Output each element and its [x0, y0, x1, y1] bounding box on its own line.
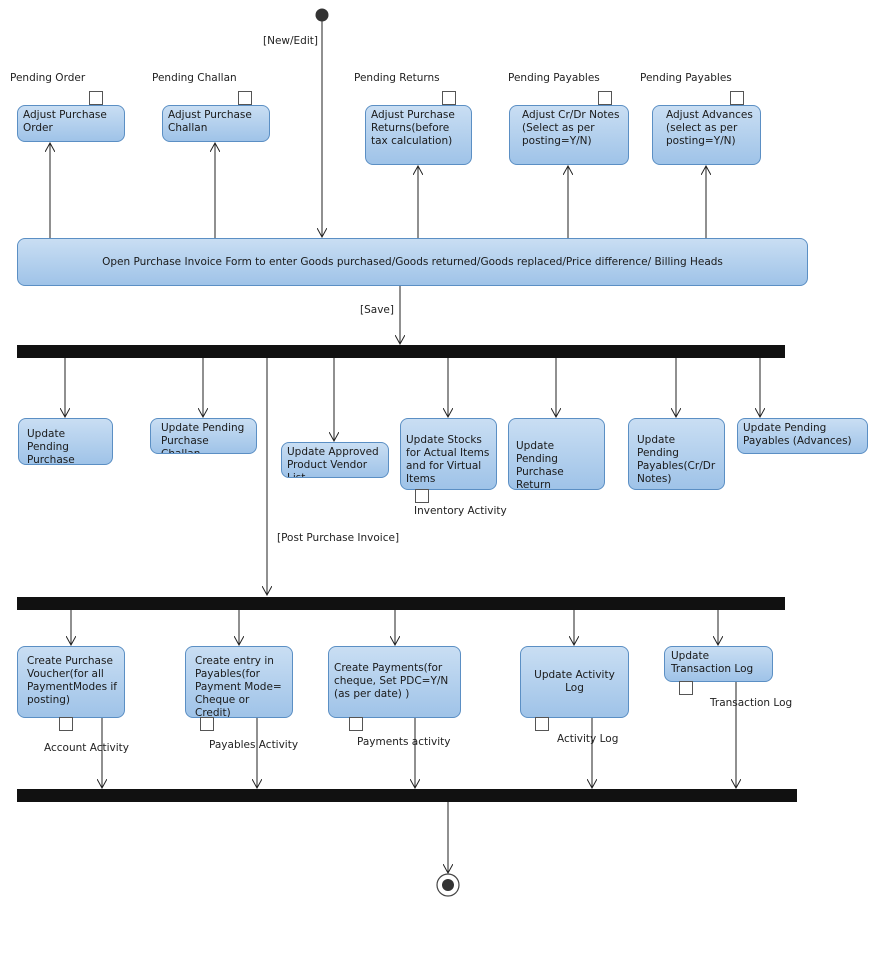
pin-adjust-order: [89, 91, 103, 105]
activity-open-purchase-invoice-form: Open Purchase Invoice Form to enter Good…: [17, 238, 808, 286]
activity-adjust-advances: Adjust Advances (select as per posting=Y…: [652, 105, 761, 165]
activity-create-entry-payables: Create entry in Payables(for Payment Mod…: [185, 646, 293, 718]
pin-payables: [200, 717, 214, 731]
label-pending-order: Pending Order: [10, 72, 86, 84]
activity-update-activity-log: Update Activity Log: [520, 646, 629, 718]
pin-activity-log: [535, 717, 549, 731]
label-account-activity: Account Activity: [44, 742, 129, 754]
activity-update-stocks: Update Stocks for Actual Items and for V…: [400, 418, 497, 490]
label-activity-log: Activity Log: [557, 733, 619, 745]
initial-node: [315, 8, 329, 22]
fork-bar-1: [17, 345, 785, 358]
guard-post: [Post Purchase Invoice]: [277, 532, 400, 544]
activity-update-pending-payables-advances: Update Pending Payables (Advances): [737, 418, 868, 454]
activity-update-transaction-log: Update Transaction Log: [664, 646, 773, 682]
activity-update-pending-purchase-order: Update Pending Purchase Order: [18, 418, 113, 465]
fork-bar-2: [17, 597, 785, 610]
final-node-dot: [442, 879, 454, 891]
pin-adjust-challan: [238, 91, 252, 105]
activity-update-pending-purchase-challan: Update Pending Purchase Challan: [150, 418, 257, 454]
pin-transaction-log: [679, 681, 693, 695]
activity-update-pending-purchase-return: Update Pending Purchase Return: [508, 418, 605, 490]
activity-adjust-cr-dr-notes: Adjust Cr/Dr Notes (Select as per postin…: [509, 105, 629, 165]
label-pending-payables-notes: Pending Payables: [508, 72, 600, 84]
label-transaction-log: Transaction Log: [710, 697, 793, 709]
pin-account: [59, 717, 73, 731]
guard-new-edit: [New/Edit]: [263, 35, 318, 47]
label-payments-activity: Payments activity: [357, 736, 451, 748]
guard-save: [Save]: [360, 304, 394, 316]
activity-update-approved-vendor-list: Update Approved Product Vendor List: [281, 442, 389, 478]
label-pending-payables-advances: Pending Payables: [640, 72, 732, 84]
label-inventory-activity: Inventory Activity: [414, 505, 507, 517]
activity-update-pending-payables-notes: Update Pending Payables(Cr/Dr Notes): [628, 418, 725, 490]
activity-adjust-purchase-order: Adjust Purchase Order: [17, 105, 125, 142]
pin-adjust-returns: [442, 91, 456, 105]
activity-create-purchase-voucher: Create Purchase Voucher(for all PaymentM…: [17, 646, 125, 718]
pin-payments: [349, 717, 363, 731]
activity-create-payments: Create Payments(for cheque, Set PDC=Y/N …: [328, 646, 461, 718]
pin-inventory: [415, 489, 429, 503]
pin-adjust-notes: [598, 91, 612, 105]
pin-adjust-advances: [730, 91, 744, 105]
label-pending-returns: Pending Returns: [354, 72, 440, 84]
join-bar: [17, 789, 797, 802]
label-pending-challan: Pending Challan: [152, 72, 237, 84]
activity-adjust-purchase-challan: Adjust Purchase Challan: [162, 105, 270, 142]
label-payables-activity: Payables Activity: [209, 739, 299, 751]
activity-adjust-purchase-returns: Adjust Purchase Returns(before tax calcu…: [365, 105, 472, 165]
